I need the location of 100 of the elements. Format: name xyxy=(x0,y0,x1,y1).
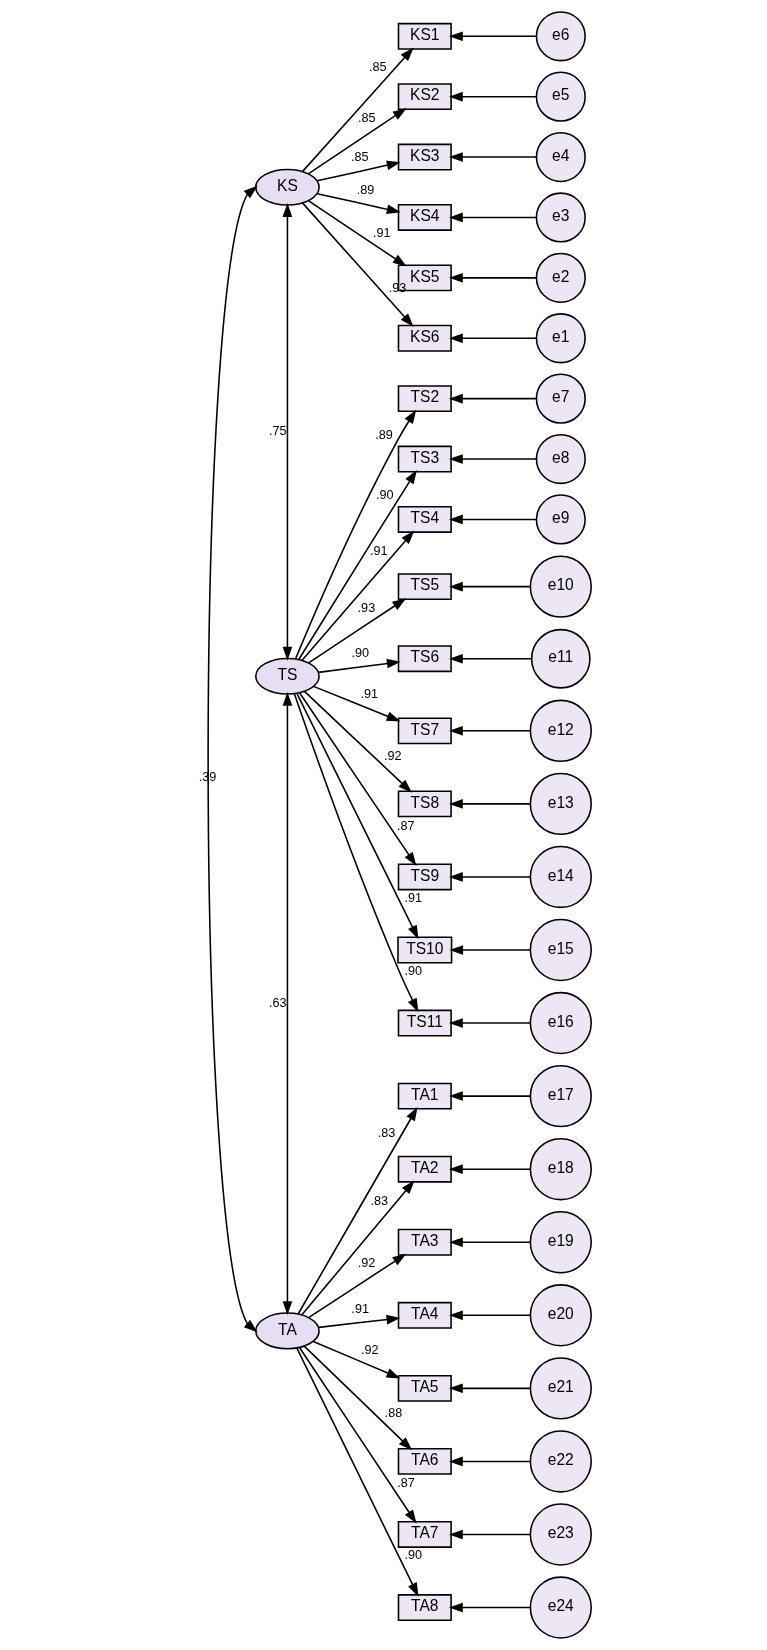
edge-label: .91 xyxy=(351,1301,369,1316)
node-circle: e23 xyxy=(529,1503,592,1566)
node-box: TA5 xyxy=(397,1374,452,1402)
arrow xyxy=(448,1383,531,1394)
arrow xyxy=(318,1314,401,1329)
edge-label: .85 xyxy=(350,150,369,165)
node-box: KS4 xyxy=(397,204,452,231)
node-box: TS8 xyxy=(397,790,452,818)
node-circle: e5 xyxy=(535,71,586,122)
node-circle: e17 xyxy=(529,1064,592,1128)
node-circle: e14 xyxy=(529,845,592,909)
arrow xyxy=(448,1602,531,1613)
node-circle: e13 xyxy=(529,772,592,836)
edge-label: .91 xyxy=(372,225,391,240)
edge-label: .90 xyxy=(376,488,394,503)
node-circle: e3 xyxy=(535,192,586,243)
edge-label: .89 xyxy=(375,427,393,442)
edge-label: .90 xyxy=(404,1548,423,1563)
arrow xyxy=(448,152,538,162)
node-circle: e10 xyxy=(529,555,592,618)
arrow xyxy=(307,598,407,664)
edge-label: .83 xyxy=(370,1193,389,1208)
node-circle: e6 xyxy=(535,11,586,62)
arrow xyxy=(303,1345,413,1451)
node-circle: e16 xyxy=(529,991,592,1055)
arrow xyxy=(294,409,417,660)
arrow xyxy=(448,91,538,102)
edge-label: .87 xyxy=(397,1476,415,1491)
arrow xyxy=(448,1456,531,1467)
arrow xyxy=(316,160,401,182)
edge-label: .85 xyxy=(368,59,387,74)
node-circle: e21 xyxy=(529,1357,592,1420)
arrow xyxy=(448,514,538,525)
arrow xyxy=(448,725,531,736)
node-box: KS3 xyxy=(397,143,452,171)
arrow xyxy=(448,1018,531,1028)
node-ellipse: KS xyxy=(255,168,320,206)
node-circle: e7 xyxy=(535,373,586,424)
node-box: TS6 xyxy=(397,645,452,673)
node-box: TA1 xyxy=(397,1082,452,1110)
node-box: TS3 xyxy=(397,445,452,473)
arrow xyxy=(298,692,417,867)
arrow xyxy=(303,690,412,793)
edge-label: .83 xyxy=(377,1126,396,1141)
node-box: TA4 xyxy=(397,1301,452,1329)
node-circle: e20 xyxy=(529,1284,592,1347)
arrow xyxy=(282,692,293,1316)
node-box: TS10 xyxy=(397,936,453,964)
node-box: TA3 xyxy=(397,1228,452,1256)
node-box: TA6 xyxy=(397,1448,452,1475)
edge-label: .91 xyxy=(369,543,388,558)
edge-label: .63 xyxy=(268,995,287,1010)
edge-label: .90 xyxy=(404,963,423,978)
arrow xyxy=(308,1253,407,1319)
arrow xyxy=(448,1091,531,1101)
edge-label: .92 xyxy=(357,1256,376,1271)
edge-label: .91 xyxy=(360,686,379,701)
arrow xyxy=(448,273,538,283)
edge-label: .92 xyxy=(383,748,402,763)
arrow xyxy=(298,1346,417,1524)
node-circle: e24 xyxy=(529,1576,592,1639)
edge-label: .88 xyxy=(384,1405,403,1420)
node-circle: e18 xyxy=(529,1138,592,1201)
node-ellipse: TS xyxy=(255,657,320,695)
node-box: TS9 xyxy=(397,863,452,891)
edge-label: .87 xyxy=(396,818,415,833)
arrow xyxy=(448,333,538,344)
arrow xyxy=(317,658,401,674)
node-box: TS4 xyxy=(397,506,452,533)
node-ellipse: TA xyxy=(255,1312,320,1350)
arrow xyxy=(448,581,531,592)
arrow xyxy=(307,108,407,175)
arrow xyxy=(448,653,533,664)
arrow xyxy=(207,185,258,1333)
arrow xyxy=(307,200,407,267)
arrow xyxy=(312,1340,401,1379)
arrow xyxy=(282,203,293,661)
arrow xyxy=(301,202,414,327)
arrow xyxy=(312,685,401,722)
arrow xyxy=(448,799,531,809)
node-box: TA7 xyxy=(397,1521,452,1548)
arrow xyxy=(448,212,538,223)
node-circle: e12 xyxy=(529,699,592,762)
arrow xyxy=(448,1237,531,1248)
node-circle: e2 xyxy=(535,252,586,303)
arrow xyxy=(301,1180,415,1316)
arrow xyxy=(448,393,538,404)
node-box: KS1 xyxy=(397,22,452,50)
node-circle: e4 xyxy=(535,131,586,183)
edge-label: .93 xyxy=(357,600,376,615)
arrow xyxy=(448,1164,531,1175)
node-box: KS6 xyxy=(397,324,452,352)
arrow xyxy=(301,530,415,662)
node-circle: e22 xyxy=(529,1430,592,1493)
node-box: TS5 xyxy=(397,573,452,601)
edge-label: .92 xyxy=(360,1343,379,1358)
edge-label: .89 xyxy=(356,183,375,198)
arrow xyxy=(448,454,538,464)
arrow xyxy=(296,1347,419,1597)
node-circle: e19 xyxy=(529,1211,592,1274)
